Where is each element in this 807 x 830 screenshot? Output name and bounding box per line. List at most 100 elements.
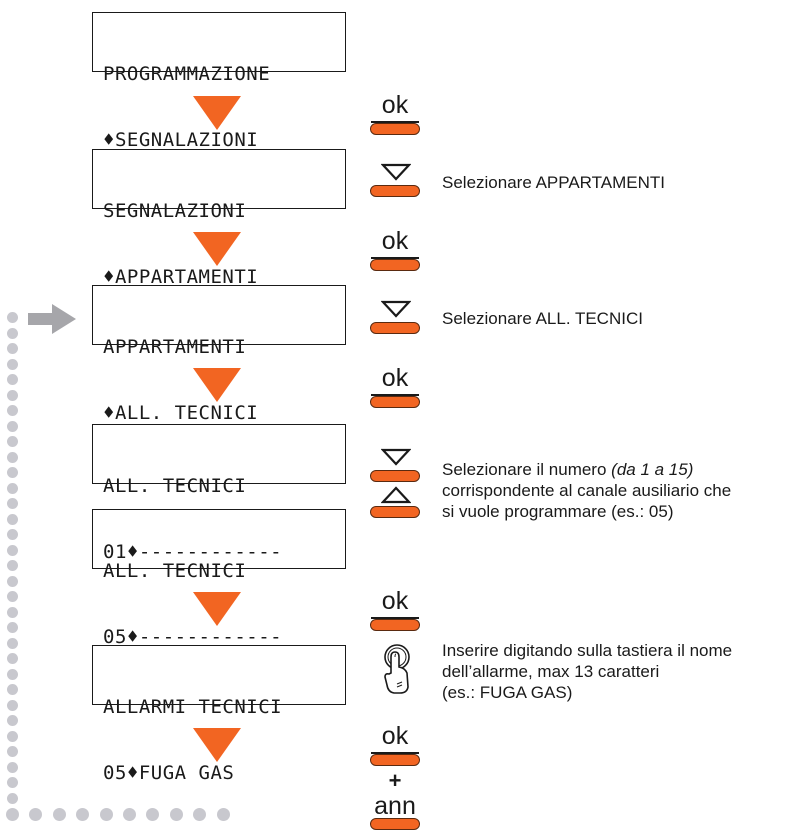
lcd-line2: ♦ALL. TECNICI: [103, 402, 259, 424]
up-key-button[interactable]: [370, 506, 420, 518]
lcd-line2: 01♦------------: [103, 541, 283, 563]
down-key-button[interactable]: [370, 322, 420, 334]
flow-arrow-icon: [193, 728, 241, 762]
ok-key-button[interactable]: [370, 123, 420, 135]
instruction-range: (da 1 a 15): [611, 460, 694, 479]
path-dot: [7, 653, 18, 664]
flow-arrow-icon: [193, 96, 241, 130]
path-dot: [7, 777, 18, 788]
ok-underline: [371, 617, 419, 619]
instruction-text: corrispondente al canale ausiliario che: [442, 481, 732, 500]
path-dot: [7, 312, 18, 323]
return-arrow-icon: [28, 304, 76, 334]
instruction-text: Inserire digitando sulla tastiera il nom…: [442, 641, 733, 660]
ok-key-button[interactable]: [370, 754, 420, 766]
down-arrow-key-icon: [381, 300, 411, 318]
path-dot: [7, 622, 18, 633]
lcd-line1: ALL. TECNICI: [103, 475, 247, 497]
ok-key-button[interactable]: [370, 619, 420, 631]
path-dot: [7, 731, 18, 742]
path-dot: [7, 607, 18, 618]
instruction-text: Selezionare il numero: [442, 460, 612, 479]
lcd-screen-allarmi-tecnici: ALLARMI TECNICI 05♦FUGA GAS: [92, 645, 346, 784]
lcd-screen-segnalazioni: SEGNALAZIONI ♦APPARTAMENTI: [92, 149, 346, 288]
plus-sign: +: [388, 768, 402, 793]
ok-underline: [371, 121, 419, 123]
flow-arrow-icon: [193, 592, 241, 626]
path-dot: [99, 808, 113, 821]
instruction-select-number: Selezionare il numero (da 1 a 15) corris…: [442, 459, 731, 522]
path-dot: [193, 808, 207, 821]
lcd-screen-appartamenti: APPARTAMENTI ♦ALL. TECNICI: [92, 285, 346, 424]
path-dot: [7, 421, 18, 432]
path-dot: [7, 746, 18, 757]
instruction-text: (es.: FUGA GAS): [442, 683, 573, 702]
path-dot: [76, 808, 90, 821]
path-dot: [7, 483, 18, 494]
ok-key-label: ok: [381, 227, 409, 255]
down-arrow-key-icon: [381, 163, 411, 181]
path-dot: [7, 514, 18, 525]
instruction-select-appartamenti: Selezionare APPARTAMENTI: [442, 173, 665, 192]
ok-underline: [371, 394, 419, 396]
ok-key-label: ok: [381, 587, 409, 615]
path-dot: [7, 576, 18, 587]
instruction-enter-name: Inserire digitando sulla tastiera il nom…: [442, 640, 732, 703]
ann-key-label: ann: [374, 792, 416, 820]
path-dot: [7, 374, 18, 385]
path-dot: [216, 808, 230, 821]
path-dot: [7, 467, 18, 478]
path-dot: [7, 715, 18, 726]
lcd-screen-all-tecnici-01: ALL. TECNICI 01♦------------: [92, 424, 346, 563]
path-dot: [7, 498, 18, 509]
path-dot: [7, 359, 18, 370]
keypad-finger-icon: [384, 644, 410, 694]
path-dot: [146, 808, 160, 821]
path-dot: [7, 529, 18, 540]
path-dot: [7, 560, 18, 571]
ok-key-label: ok: [381, 91, 409, 119]
path-dot: [7, 591, 18, 602]
path-dot: [7, 762, 18, 773]
path-dot: [7, 405, 18, 416]
flow-arrow-icon: [193, 232, 241, 266]
lcd-line2: 05♦------------: [103, 626, 283, 648]
path-dot: [7, 328, 18, 339]
path-dot: [7, 684, 18, 695]
ok-key-button[interactable]: [370, 396, 420, 408]
lcd-line1: ALL. TECNICI: [103, 560, 247, 582]
up-arrow-key-icon: [381, 486, 411, 504]
instruction-text: si vuole programmare (es.: 05): [442, 502, 674, 521]
path-dot: [7, 436, 18, 447]
path-dot: [7, 343, 18, 354]
ok-key-button[interactable]: [370, 259, 420, 271]
down-key-button[interactable]: [370, 185, 420, 197]
ok-underline: [371, 752, 419, 754]
path-dot: [52, 808, 66, 821]
lcd-screen-all-tecnici-05: ALL. TECNICI 05♦------------: [92, 509, 346, 648]
lcd-line2: ♦SEGNALAZIONI: [103, 129, 259, 151]
path-dot: [7, 793, 18, 804]
lcd-screen-programmazione: PROGRAMMAZIONE ♦SEGNALAZIONI: [92, 12, 346, 151]
flow-arrow-icon: [193, 368, 241, 402]
path-dot: [29, 808, 43, 821]
path-dot: [123, 808, 136, 821]
path-dot: [7, 390, 18, 401]
path-dot: [7, 545, 18, 556]
ok-key-label: ok: [381, 722, 409, 750]
lcd-line2: ♦APPARTAMENTI: [103, 266, 259, 288]
ok-underline: [371, 257, 419, 259]
instruction-select-all-tecnici: Selezionare ALL. TECNICI: [442, 309, 643, 328]
lcd-line1: APPARTAMENTI: [103, 336, 247, 358]
path-dot: [7, 669, 18, 680]
ann-key-button[interactable]: [370, 818, 420, 830]
path-dot: [7, 638, 18, 649]
lcd-line1: PROGRAMMAZIONE: [103, 63, 271, 85]
down-key-button[interactable]: [370, 470, 420, 482]
lcd-line1: SEGNALAZIONI: [103, 200, 247, 222]
path-dot: [7, 452, 18, 463]
path-dot: [7, 700, 18, 711]
path-dot: [6, 808, 19, 821]
down-arrow-key-icon: [381, 448, 411, 466]
lcd-line2: 05♦FUGA GAS: [103, 762, 235, 784]
